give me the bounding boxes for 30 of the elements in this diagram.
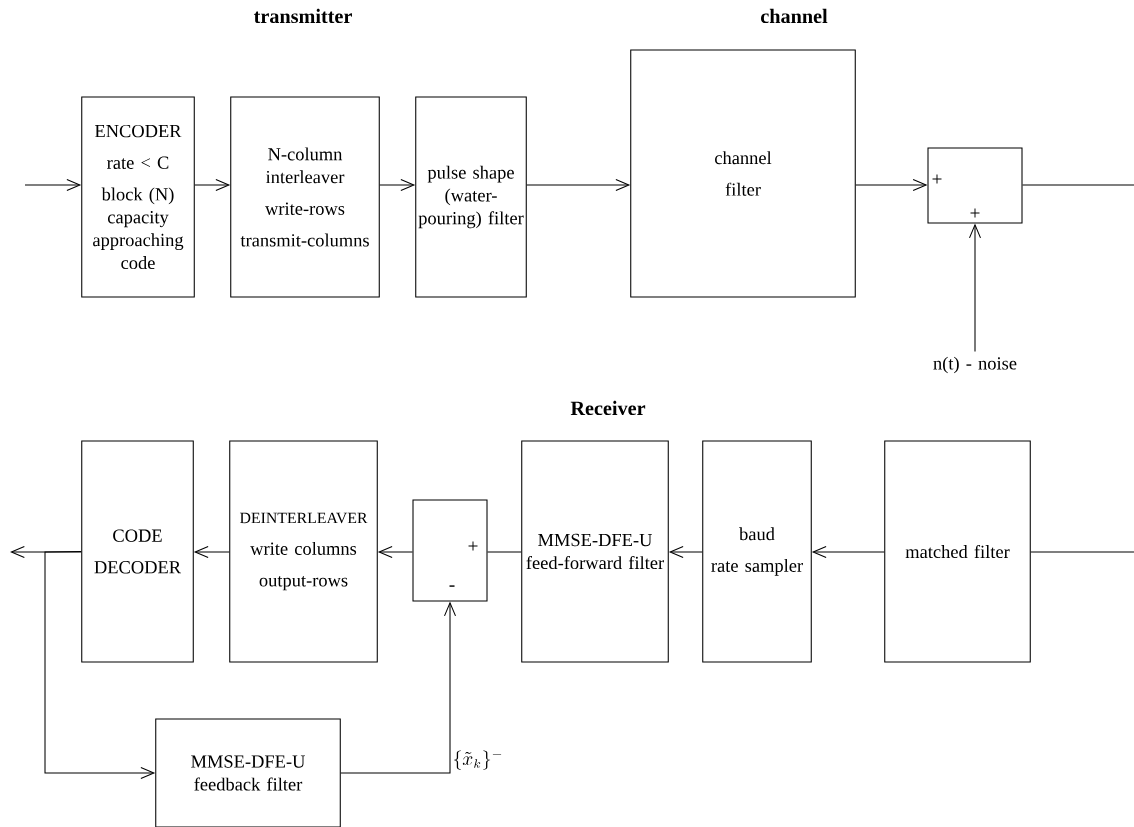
heading: transmitter bbox=[253, 8, 352, 24]
feedback-filter-box: MMSE-DFE-U feedback filter bbox=[155, 718, 341, 827]
sampler-box: baud rate sampler bbox=[702, 440, 812, 663]
arrow bbox=[194, 178, 231, 191]
decoder-box: CODE DECODER bbox=[81, 440, 194, 663]
deinterleaver-box: DEINTERLEAVER write columns output-rows bbox=[229, 440, 378, 663]
arrow bbox=[968, 223, 982, 352]
arrow bbox=[379, 178, 416, 191]
arrow bbox=[10, 545, 82, 558]
encoder-box: ENCODER rate < C block (N) capacity approaching code bbox=[81, 96, 195, 298]
heading: channel bbox=[761, 8, 828, 24]
arrow bbox=[193, 545, 230, 558]
arrow bbox=[811, 545, 885, 558]
feed-forward-filter-box: MMSE-DFE-U feed-forward filter bbox=[521, 440, 669, 663]
arrow bbox=[668, 545, 703, 558]
arrow bbox=[44, 550, 156, 779]
pulse-shape-filter-box: pulse shape (water-pouring) filter bbox=[415, 96, 527, 298]
arrow bbox=[24, 178, 82, 191]
arrow bbox=[526, 178, 631, 191]
interleaver-box: N-column interleaver write-rows transmit-columns bbox=[230, 96, 380, 298]
matched-filter-box: matched filter bbox=[884, 440, 1031, 663]
subtractor-box: + - bbox=[412, 499, 488, 602]
arrow bbox=[855, 178, 928, 191]
channel-filter-box: channel filter bbox=[630, 49, 856, 298]
arrow bbox=[377, 545, 413, 558]
heading: Receiver bbox=[570, 400, 646, 416]
signal-label: $\{\tilde{x}_k\}^-$ bbox=[454, 750, 502, 770]
summing-box: + + bbox=[927, 147, 1023, 224]
arrow bbox=[340, 601, 457, 774]
noise-label: n(t) - noise bbox=[933, 356, 1017, 374]
